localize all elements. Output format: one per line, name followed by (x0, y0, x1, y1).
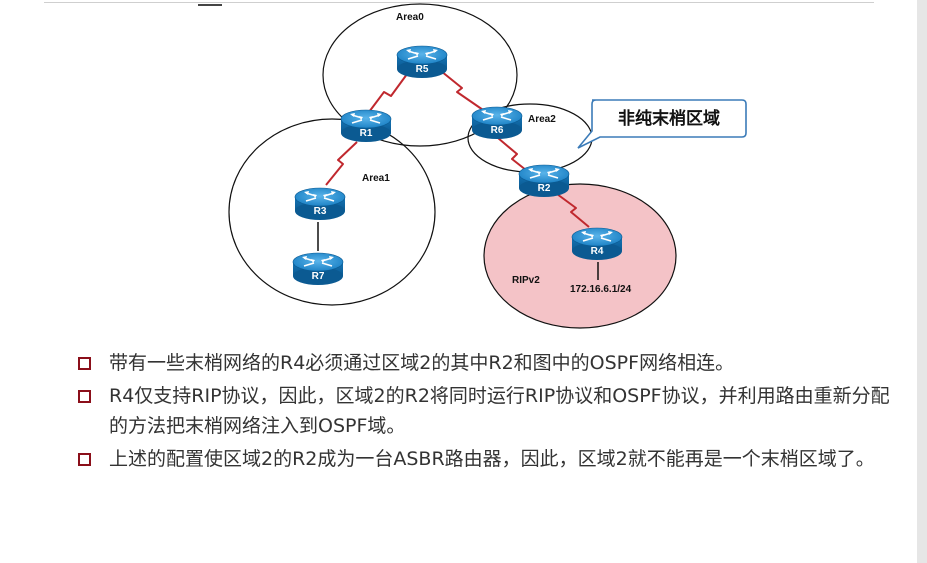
router-r2: R2 (518, 164, 570, 198)
link-r1-r5 (365, 69, 411, 117)
svg-text:R1: R1 (360, 128, 373, 139)
router-r3: R3 (294, 187, 346, 221)
top-tab-mark (198, 0, 222, 6)
square-bullet-icon (78, 390, 91, 403)
svg-text:R7: R7 (312, 271, 325, 282)
link-r1-r3 (325, 141, 358, 186)
area1-circle (228, 118, 436, 306)
ripv2-label: RIPv2 (512, 275, 540, 286)
scrollbar-track[interactable] (917, 0, 927, 563)
link-r2-r4 (556, 193, 590, 228)
area2-label: Area2 (528, 114, 556, 125)
area1-label: Area1 (362, 173, 390, 184)
router-r4: R4 (571, 227, 623, 261)
network-diagram: R5 R1 R6 R2 R3 R4 R7 Area0 Area1 Area2 R… (228, 3, 747, 329)
bullet-text: 带有一些末梢网络的R4必须通过区域2的其中R2和图中的OSPF网络相连。 (109, 352, 735, 374)
bullet-text: R4仅支持RIP协议，因此，区域2的R2将同时运行RIP协议和OSPF协议，并利… (109, 385, 890, 437)
bullet-list: 带有一些末梢网络的R4必须通过区域2的其中R2和图中的OSPF网络相连。 R4仅… (78, 348, 908, 477)
callout-text: 非纯末梢区域 (618, 108, 720, 129)
router-r7: R7 (292, 252, 344, 286)
square-bullet-icon (78, 453, 91, 466)
svg-text:R4: R4 (591, 246, 604, 257)
area0-circle (322, 3, 518, 147)
router-r5: R5 (396, 45, 448, 79)
svg-text:R3: R3 (314, 206, 327, 217)
bullet-item: 上述的配置使区域2的R2成为一台ASBR路由器，因此，区域2就不能再是一个末梢区… (78, 444, 908, 474)
svg-text:R6: R6 (491, 125, 504, 136)
square-bullet-icon (78, 357, 91, 370)
svg-text:R5: R5 (416, 64, 429, 75)
callout-bubble: 非纯末梢区域 (577, 99, 747, 149)
network-address: 172.16.6.1/24 (570, 284, 632, 295)
router-r6: R6 (471, 106, 523, 140)
bullet-item: 带有一些末梢网络的R4必须通过区域2的其中R2和图中的OSPF网络相连。 (78, 348, 908, 378)
bullet-text: 上述的配置使区域2的R2成为一台ASBR路由器，因此，区域2就不能再是一个末梢区… (109, 448, 875, 470)
svg-text:R2: R2 (538, 183, 551, 194)
router-r1: R1 (340, 109, 392, 143)
link-r6-r2 (497, 137, 532, 175)
bullet-item: R4仅支持RIP协议，因此，区域2的R2将同时运行RIP协议和OSPF协议，并利… (78, 381, 908, 441)
area0-label: Area0 (396, 12, 424, 23)
link-r5-r6 (435, 66, 487, 113)
top-divider (44, 2, 874, 3)
